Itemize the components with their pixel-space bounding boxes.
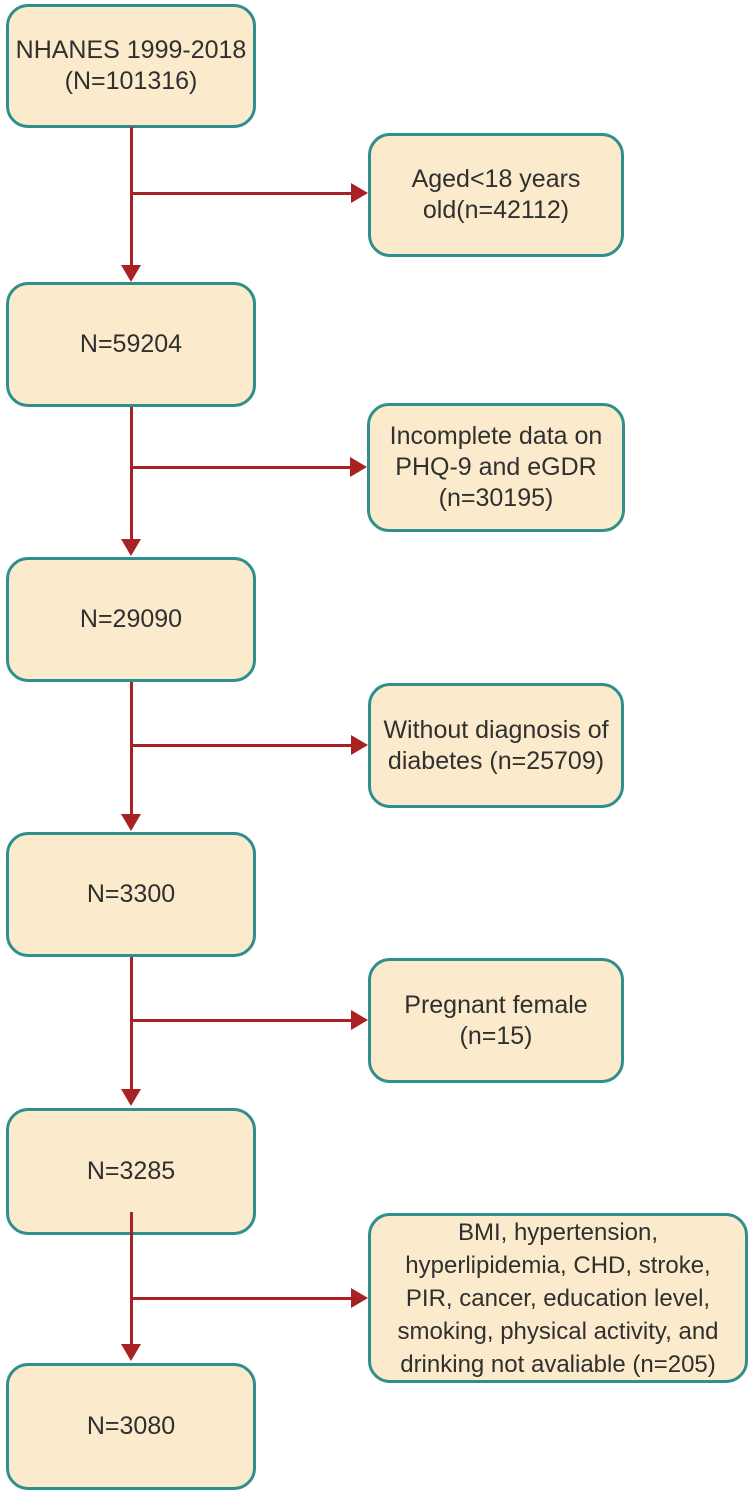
node-n3300: N=3300: [6, 832, 256, 957]
connector-down-5: [130, 1212, 133, 1346]
connector-down-2: [130, 407, 133, 541]
arrowhead-right-1-icon: [351, 183, 368, 203]
connector-branch-5: [131, 1297, 353, 1300]
arrowhead-right-3-icon: [351, 735, 368, 755]
arrowhead-down-5-icon: [121, 1344, 141, 1361]
connector-branch-2: [131, 466, 352, 469]
node-n3080: N=3080: [6, 1363, 256, 1490]
node-exclusion-aged-under-18: Aged<18 years old(n=42112): [368, 133, 624, 257]
node-exclusion-no-diabetes: Without diagnosis of diabetes (n=25709): [368, 683, 624, 808]
arrowhead-down-2-icon: [121, 539, 141, 556]
arrowhead-down-1-icon: [121, 265, 141, 282]
connector-branch-4: [131, 1019, 353, 1022]
node-n59204: N=59204: [6, 282, 256, 407]
connector-branch-1: [131, 192, 353, 195]
arrowhead-right-4-icon: [351, 1010, 368, 1030]
node-n29090: N=29090: [6, 557, 256, 682]
node-exclusion-pregnant: Pregnant female (n=15): [368, 958, 624, 1083]
arrowhead-down-3-icon: [121, 814, 141, 831]
arrowhead-right-2-icon: [350, 457, 367, 477]
connector-down-1: [130, 127, 133, 267]
arrowhead-right-5-icon: [351, 1288, 368, 1308]
connector-branch-3: [131, 744, 353, 747]
connector-down-4: [130, 957, 133, 1091]
node-exclusion-covariates-missing: BMI, hypertension, hyperlipidemia, CHD, …: [368, 1213, 748, 1383]
node-nhanes-total: NHANES 1999-2018 (N=101316): [6, 4, 256, 128]
connector-down-3: [130, 682, 133, 816]
node-exclusion-incomplete-phq9-egdr: Incomplete data on PHQ-9 and eGDR (n=301…: [367, 403, 625, 532]
arrowhead-down-4-icon: [121, 1089, 141, 1106]
